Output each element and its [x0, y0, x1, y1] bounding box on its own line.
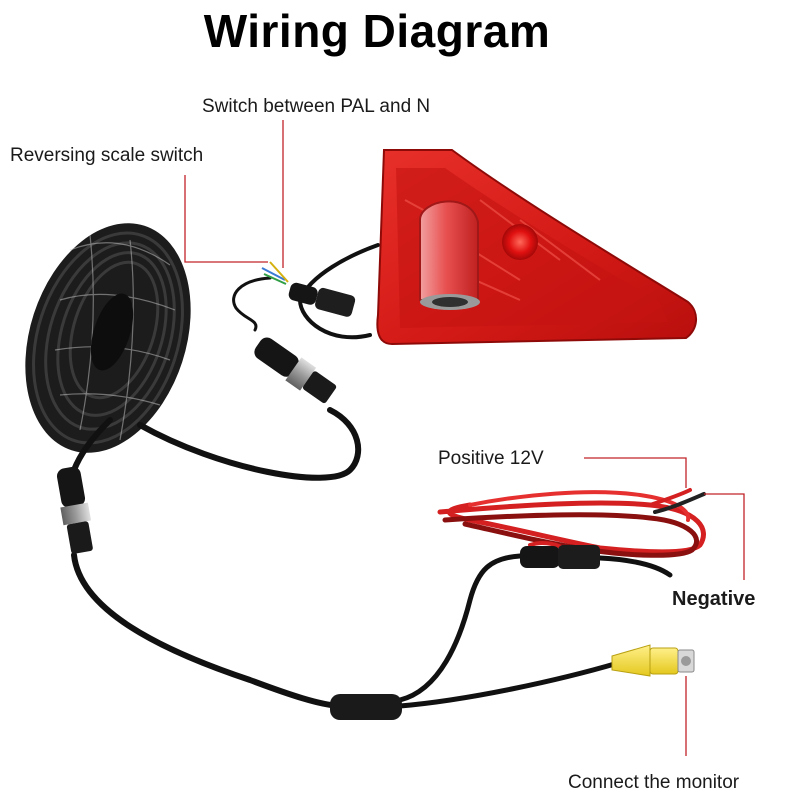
diagram-title: Wiring Diagram [203, 5, 551, 57]
rca-plug [611, 644, 695, 677]
label-monitor: Connect the monitor [568, 772, 740, 793]
label-pal-switch: Switch between PAL and N [202, 96, 431, 117]
aviation-connectors [56, 282, 600, 720]
label-reversing-switch: Reversing scale switch [10, 145, 204, 166]
coiled-cable [25, 223, 191, 453]
label-positive: Positive 12V [438, 448, 544, 469]
camera-housing [376, 149, 697, 346]
power-wires [437, 488, 706, 558]
leader-lines [184, 120, 745, 756]
label-negative: Negative [672, 588, 756, 610]
switch-wires [261, 261, 289, 285]
